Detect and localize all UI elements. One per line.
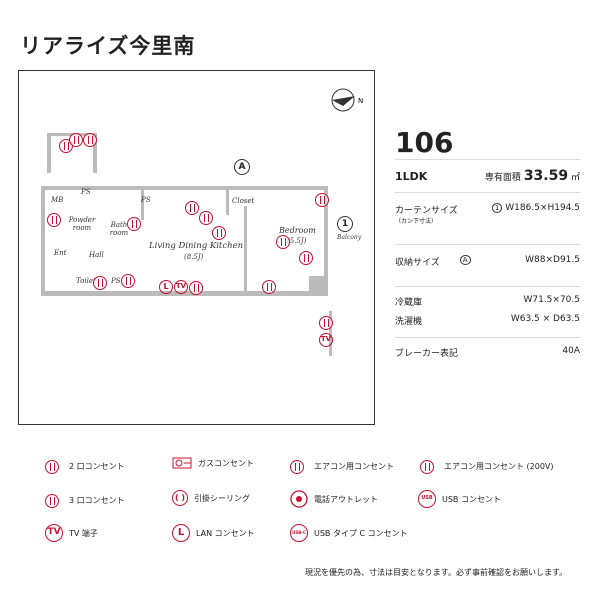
legend-gas: ガスコンセント bbox=[198, 458, 254, 468]
usb-c-outlet-icon: USB-C bbox=[290, 524, 308, 542]
room-ps: PS bbox=[111, 277, 121, 285]
layout-type: 1LDK bbox=[395, 170, 428, 183]
outlet-icon bbox=[127, 217, 141, 231]
unit-info-panel: 106 1LDK 専有面積 33.59 ㎡ カーテンサイズ （カン下寸法） 1 W… bbox=[395, 120, 580, 367]
washer-label: 洗濯機 bbox=[395, 317, 423, 327]
curtain-value: W186.5×H194.5 bbox=[505, 203, 580, 213]
tv-outlet-icon: TV bbox=[319, 333, 333, 347]
legend-ac: エアコン用コンセント bbox=[314, 461, 394, 471]
outlet-icon bbox=[199, 211, 213, 225]
room-powder: Powder room bbox=[68, 216, 96, 233]
lan-outlet-icon: L bbox=[159, 280, 173, 294]
room-closet: Closet bbox=[232, 197, 255, 205]
tv-outlet-icon: TV bbox=[174, 280, 188, 294]
outlet-icon bbox=[83, 133, 97, 147]
legend-usb: USB コンセント bbox=[442, 494, 501, 504]
outlet-icon bbox=[262, 280, 276, 294]
outlet-icon bbox=[121, 274, 135, 288]
storage-marker-a: A bbox=[234, 159, 250, 175]
room-toilet: Toilet bbox=[76, 277, 96, 285]
curtain-label: カーテンサイズ bbox=[395, 206, 458, 216]
balcony: Balcony bbox=[337, 234, 362, 241]
washer-value: W63.5 × D63.5 bbox=[510, 314, 580, 324]
floor-plan: N A 1 MB PS PS Powder room Bath room Clo… bbox=[18, 70, 375, 425]
outlet-icon bbox=[185, 201, 199, 215]
ac-200v-outlet-icon bbox=[420, 460, 434, 474]
curtain-marker-1: 1 bbox=[337, 216, 353, 232]
storage-mark: A bbox=[459, 255, 471, 265]
ac-outlet-icon bbox=[290, 460, 304, 474]
phone-outlet-icon bbox=[290, 490, 308, 508]
room-bedroom-size: (5.5J) bbox=[287, 237, 307, 245]
legend-ceiling: 引掛シーリング bbox=[194, 493, 250, 503]
ceiling-hook-icon: ( ) bbox=[172, 490, 188, 506]
room-ldk: Living Dining Kitchen bbox=[149, 241, 244, 251]
usb-outlet-icon: USB bbox=[418, 490, 436, 508]
fridge-value: W71.5×70.5 bbox=[523, 295, 580, 305]
unit-number: 106 bbox=[395, 126, 454, 159]
outlet-icon bbox=[93, 276, 107, 290]
legend-phone: 電話アウトレット bbox=[314, 494, 378, 504]
area-unit: ㎡ bbox=[570, 173, 580, 183]
room-ldk-size: (8.5J) bbox=[184, 253, 204, 261]
legend-outlet2: 2 口コンセント bbox=[69, 461, 125, 471]
room-ent: Ent bbox=[54, 249, 67, 257]
outlet-icon bbox=[69, 133, 83, 147]
curtain-mark: 1 bbox=[491, 203, 503, 213]
outlet-icon bbox=[319, 316, 333, 330]
gas-outlet-icon bbox=[172, 457, 192, 469]
outlet-icon bbox=[299, 251, 313, 265]
outlet-icon bbox=[47, 213, 61, 227]
disclaimer-note: 現況を優先の為、寸法は目安となります。必ず事前確認をお願いします。 bbox=[305, 568, 568, 577]
svg-text:N: N bbox=[358, 97, 363, 105]
breaker-value: 40A bbox=[562, 346, 580, 356]
tv-outlet-icon: TV bbox=[45, 524, 63, 542]
fridge-label: 冷蔵庫 bbox=[395, 298, 423, 308]
room-ps: PS bbox=[141, 196, 151, 204]
outlet-icon bbox=[189, 281, 203, 295]
outlet-icon bbox=[276, 235, 290, 249]
outlet-2-icon bbox=[45, 460, 59, 474]
room-bedroom: Bedroom bbox=[279, 226, 316, 235]
area-value: 33.59 bbox=[523, 168, 569, 184]
room-hall: Hall bbox=[89, 251, 104, 259]
legend-outlet3: 3 口コンセント bbox=[69, 495, 125, 505]
storage-label: 収納サイズ bbox=[395, 258, 440, 268]
lan-outlet-icon: L bbox=[172, 524, 190, 542]
legend-ac200: エアコン用コンセント (200V) bbox=[444, 461, 554, 471]
room-mb: MB bbox=[51, 196, 64, 204]
room-ps: PS bbox=[81, 188, 91, 196]
outlet-icon bbox=[315, 193, 329, 207]
breaker-label: ブレーカー表記 bbox=[395, 349, 459, 359]
room-bath: Bath room bbox=[109, 221, 129, 238]
property-title: リアライズ今里南 bbox=[20, 34, 196, 58]
storage-value: W88×D91.5 bbox=[525, 255, 580, 265]
legend-usbc: USB タイプ C コンセント bbox=[314, 528, 408, 538]
legend-tv: TV 端子 bbox=[69, 528, 98, 538]
legend-lan: LAN コンセント bbox=[196, 528, 255, 538]
curtain-sub: （カン下寸法） bbox=[395, 218, 438, 225]
compass-north-icon: N bbox=[331, 88, 363, 112]
area-label: 専有面積 bbox=[484, 173, 521, 183]
outlet-icon bbox=[212, 226, 226, 240]
outlet-3-icon bbox=[45, 494, 59, 508]
